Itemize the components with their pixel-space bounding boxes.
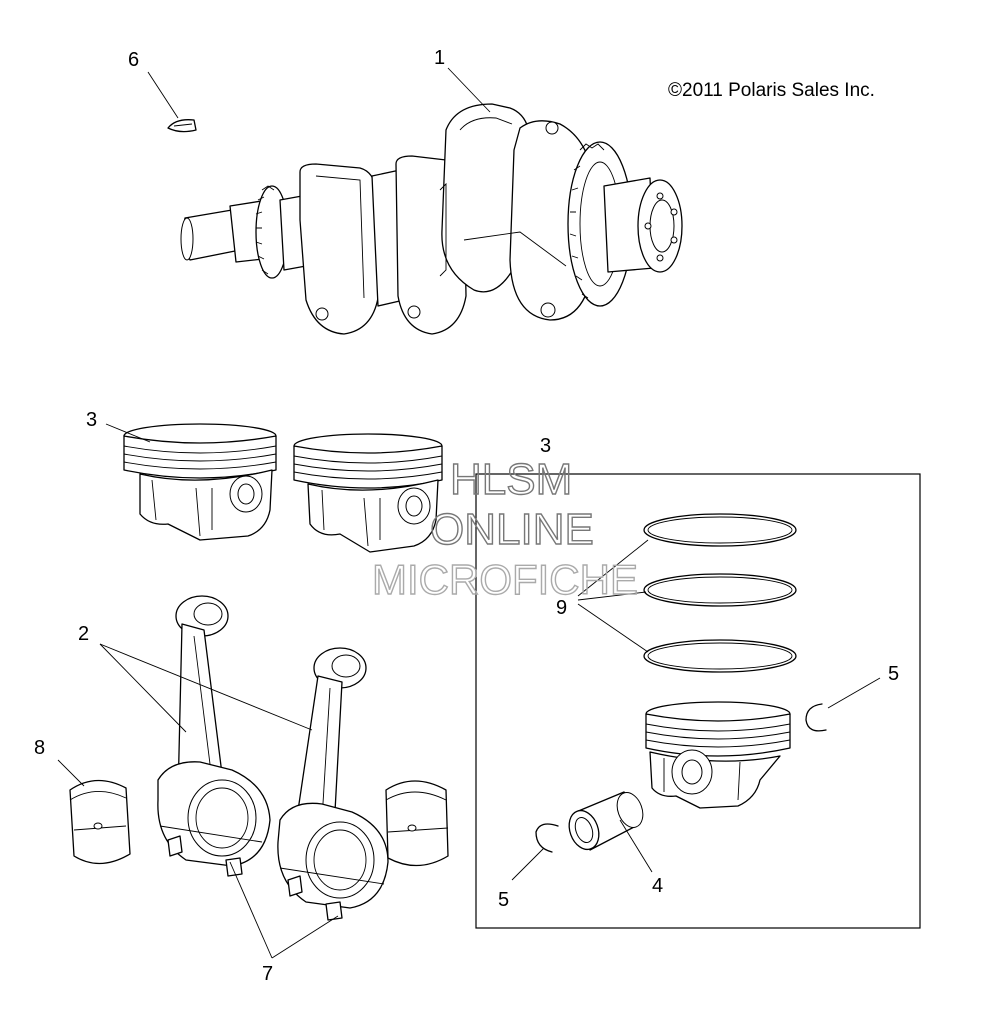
callout-9: 9 <box>556 597 567 619</box>
piston-left[interactable] <box>123 423 277 541</box>
callout-3-left: 3 <box>86 409 97 431</box>
callout-7: 7 <box>262 963 273 985</box>
watermark-line2: ONLINE <box>430 505 594 554</box>
callout-6: 6 <box>128 49 139 71</box>
callout-3-right: 3 <box>540 435 551 457</box>
watermark-line1: HLSM <box>450 455 572 504</box>
piston-rings[interactable] <box>643 513 797 673</box>
callout-4: 4 <box>652 875 663 897</box>
copyright-text: ©2011 Polaris Sales Inc. <box>668 80 875 101</box>
watermark-line3: MICROFICHE <box>372 556 638 603</box>
connecting-rod-left[interactable] <box>157 595 271 877</box>
wrist-pin[interactable] <box>564 789 647 854</box>
callout-8: 8 <box>34 737 45 759</box>
callout-5-left: 5 <box>498 889 509 911</box>
crankshaft[interactable] <box>180 103 683 335</box>
piston-kit-box <box>475 473 921 929</box>
leader-lines <box>57 67 881 959</box>
piston-middle[interactable] <box>293 433 443 553</box>
bearing-left[interactable] <box>69 779 131 865</box>
callout-1: 1 <box>434 47 445 69</box>
circlip-left[interactable] <box>535 823 559 853</box>
circlip-right[interactable] <box>805 703 827 732</box>
callout-5-right: 5 <box>888 663 899 685</box>
watermark: HLSM ONLINE MICROFICHE <box>371 454 638 603</box>
connecting-rod-right[interactable] <box>277 647 389 921</box>
piston-kit[interactable] <box>645 701 791 809</box>
bearing-right[interactable] <box>385 780 449 867</box>
woodruff-key[interactable] <box>167 119 197 133</box>
callout-2: 2 <box>78 623 89 645</box>
